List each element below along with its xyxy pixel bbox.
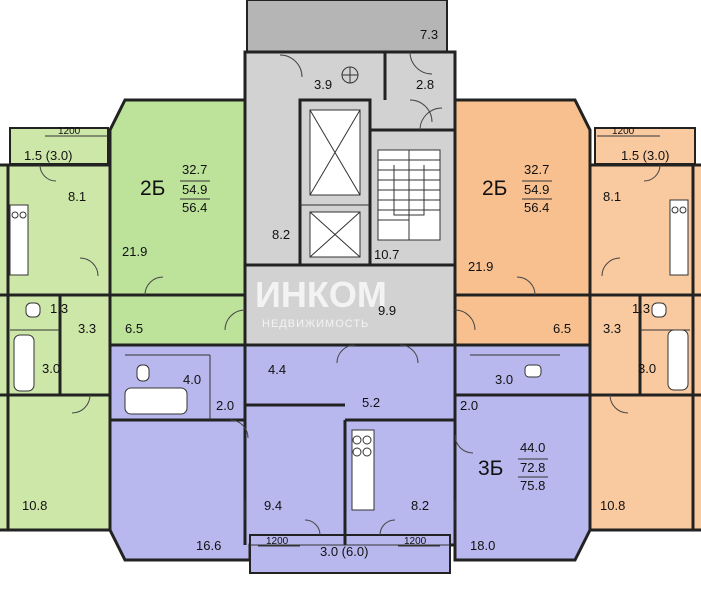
toilet-left-edge — [25, 302, 41, 318]
stove-left-edge — [9, 204, 29, 276]
left-balcony — [9, 127, 109, 165]
bathtub-right-edge — [667, 329, 689, 391]
dimension-bottom-right: 1200 — [398, 536, 440, 547]
staircase — [377, 149, 441, 241]
area-left-kitchen-edge: 8.1 — [68, 189, 86, 204]
apt-bottom-type: 3Б — [478, 457, 503, 480]
apt-right-type: 2Б — [482, 177, 507, 200]
area-left-wc: 3.3 — [78, 321, 96, 336]
area-stair-upper: 3.9 — [314, 77, 332, 92]
area-right-wc: 3.3 — [603, 321, 621, 336]
apt-left-living: 32.7 — [182, 162, 207, 177]
area-b-corr: 5.2 — [362, 395, 380, 410]
area-left-bath: 1.3 — [50, 301, 68, 316]
dimension-bottom-left: 1200 — [258, 536, 300, 547]
area-b-bath: 4.0 — [183, 372, 201, 387]
apartment-label-bottom: 3Б 44.0 72.8 75.8 — [478, 440, 548, 493]
area-b-hall-small: 4.4 — [268, 362, 286, 377]
area-right-room-far: 10.8 — [600, 498, 625, 513]
dim-bottom-right: 1200 — [404, 536, 427, 547]
apt-left-type: 2Б — [140, 177, 165, 200]
area-b-room-left: 16.6 — [196, 538, 221, 553]
dim-left-top: 1200 — [58, 126, 81, 137]
apt-bottom-living: 44.0 — [520, 440, 545, 455]
apartment-bottom-3b — [108, 343, 592, 562]
watermark-subtitle: НЕДВИЖИМОСТЬ — [262, 318, 369, 330]
bottom-balcony — [249, 534, 451, 574]
sink-bottom-right — [524, 364, 542, 378]
area-b-wc-right: 2.0 — [460, 398, 478, 413]
area-b-balcony: 3.0 (6.0) — [320, 544, 368, 559]
top-balcony — [246, 0, 448, 53]
area-right-bathroom: 3.0 — [638, 361, 656, 376]
area-b-room-mid: 9.4 — [264, 498, 282, 513]
bathtub-bottom-left — [124, 387, 188, 415]
area-left-room-far: 10.8 — [22, 498, 47, 513]
apt-left-total: 54.9 — [182, 182, 207, 197]
stove-kitchen-3b — [351, 429, 375, 511]
apt-right-total: 54.9 — [524, 182, 549, 197]
apartment-left-2b — [108, 98, 247, 347]
area-vestibule: 2.8 — [416, 77, 434, 92]
apt-right-living: 32.7 — [524, 162, 549, 177]
bathtub-left-edge — [13, 334, 35, 392]
apt-left-gross: 56.4 — [182, 200, 207, 215]
area-right-kitchen-edge: 8.1 — [603, 189, 621, 204]
toilet-right-edge — [651, 302, 667, 318]
area-right-bath: 1.3 — [632, 301, 650, 316]
toilet-bottom-left — [136, 364, 150, 382]
area-hall-lift: 8.2 — [272, 227, 290, 242]
area-corridor-main: 9.9 — [378, 303, 396, 318]
area-b-wc-left: 2.0 — [216, 398, 234, 413]
watermark-brand: ИНКОМ — [255, 274, 387, 315]
area-left-bathroom: 3.0 — [42, 361, 60, 376]
apartment-right-2b — [453, 98, 592, 347]
dimension-right-top: 1200 — [597, 126, 660, 137]
area-balcony-top: 7.3 — [420, 27, 438, 42]
area-b-bath-right: 3.0 — [495, 372, 513, 387]
apt-bottom-total: 72.8 — [520, 460, 545, 475]
area-right-hall: 6.5 — [553, 321, 571, 336]
area-right-room: 21.9 — [468, 259, 493, 274]
stove-right-edge — [669, 199, 689, 276]
apt-bottom-gross: 75.8 — [520, 478, 545, 493]
area-right-balcony: 1.5 (3.0) — [621, 148, 669, 163]
apartment-label-right: 2Б 32.7 54.9 56.4 — [482, 162, 552, 215]
area-stair: 10.7 — [374, 247, 399, 262]
area-left-balcony: 1.5 (3.0) — [24, 148, 72, 163]
area-b-kitchen: 8.2 — [411, 498, 429, 513]
dim-right-top: 1200 — [612, 126, 635, 137]
area-left-room: 21.9 — [122, 244, 147, 259]
area-b-room-right: 18.0 — [470, 538, 495, 553]
dim-bottom-left: 1200 — [266, 536, 289, 547]
dimension-left-top: 1200 — [45, 126, 108, 137]
apt-right-gross: 56.4 — [524, 200, 549, 215]
area-left-hall: 6.5 — [125, 321, 143, 336]
apartment-label-left: 2Б 32.7 54.9 56.4 — [140, 162, 210, 215]
